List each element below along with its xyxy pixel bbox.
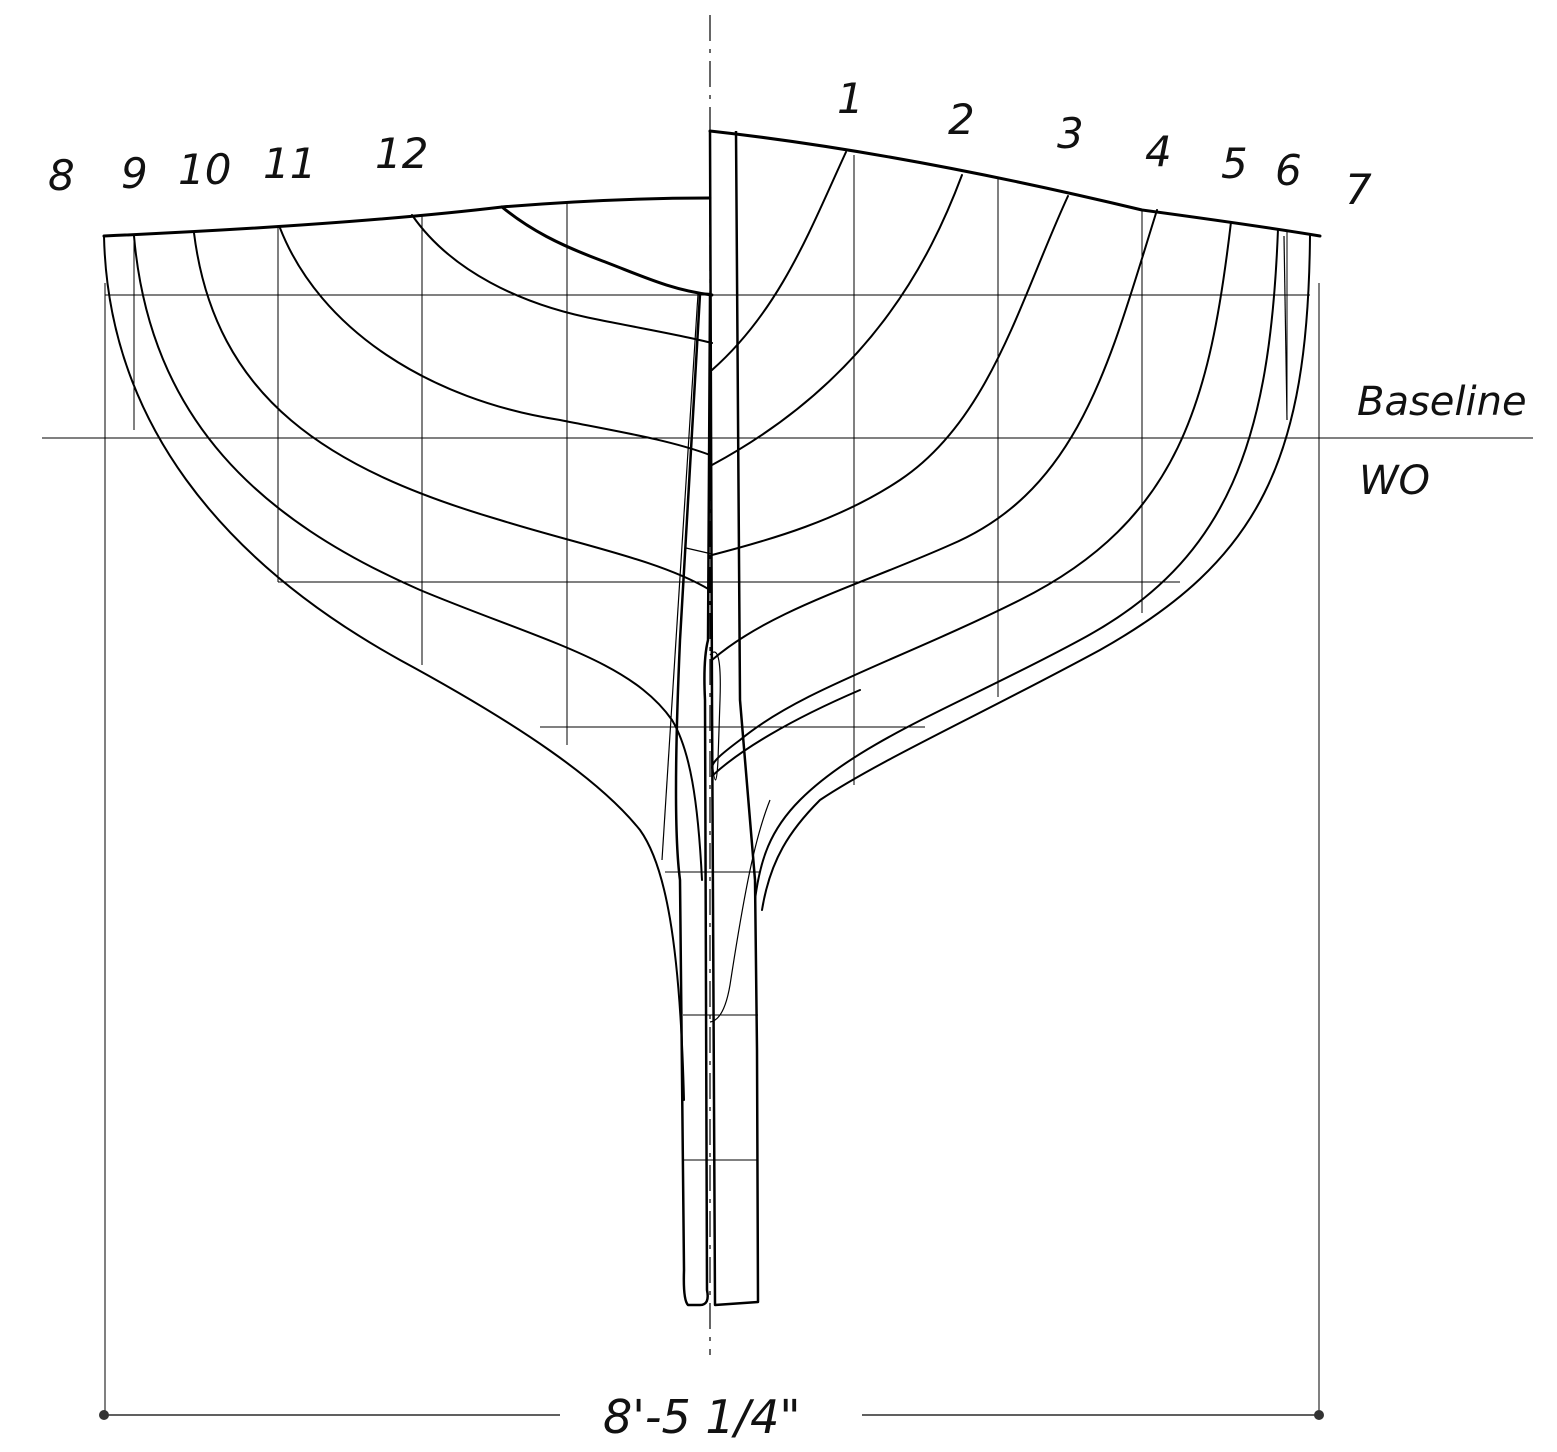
rabbet-line [709, 651, 721, 781]
station-curve-1 [711, 151, 847, 371]
station-label-7: 7 [1345, 165, 1372, 214]
beam-dimension-label: 8'-5 1/4" [603, 1390, 801, 1444]
station-curve-12a [500, 205, 714, 297]
station-label-11: 11 [263, 139, 316, 188]
station-label-8: 8 [48, 151, 75, 200]
construction-grid [42, 155, 1533, 1412]
station-curve-9 [133, 235, 703, 881]
station-label-3: 3 [1057, 109, 1084, 158]
station-labels-left: 8 9 10 11 12 [48, 129, 428, 200]
keel-inner-left [661, 293, 699, 861]
station-label-10: 10 [178, 145, 231, 194]
station-curve-2 [711, 174, 963, 466]
stations-left [103, 205, 714, 1101]
station-label-4: 4 [1145, 127, 1172, 176]
station-label-1: 1 [837, 74, 864, 123]
station-curve-10 [193, 232, 711, 591]
baseline-label: Baseline [1357, 379, 1527, 425]
station-label-2: 2 [948, 95, 975, 144]
station-curve-5b [711, 689, 861, 777]
keel-outline [674, 292, 712, 1307]
station-curve-4 [711, 209, 1158, 661]
station-curve-5 [711, 221, 1232, 769]
station-curve-8 [103, 235, 685, 1101]
station-label-6: 6 [1275, 146, 1302, 195]
station-label-9: 9 [121, 149, 148, 198]
beam-dimension: 8'-5 1/4" [99, 1390, 1324, 1444]
station-tick-left [685, 547, 713, 555]
sheer-line-left [102, 196, 712, 238]
keel-right-outline [708, 130, 760, 1307]
station-label-5: 5 [1221, 139, 1248, 188]
station-curve-7 [761, 235, 1311, 911]
sheer-line-right [708, 129, 1322, 238]
wo-label: WO [1359, 458, 1430, 504]
station-label-12: 12 [375, 129, 428, 178]
station-curve-3 [711, 195, 1069, 556]
keel-rabbet-lower [709, 799, 771, 1023]
station-curve-6 [754, 228, 1279, 901]
dimension-endpoint-right [1314, 1410, 1324, 1420]
station-tick-right [1283, 235, 1288, 421]
station-curve-11 [279, 227, 711, 456]
station-curve-12 [411, 214, 713, 344]
stations-right [711, 151, 1311, 911]
station-labels-right: 1 2 3 4 5 6 7 [837, 74, 1372, 214]
dimension-endpoint-left [99, 1410, 109, 1420]
